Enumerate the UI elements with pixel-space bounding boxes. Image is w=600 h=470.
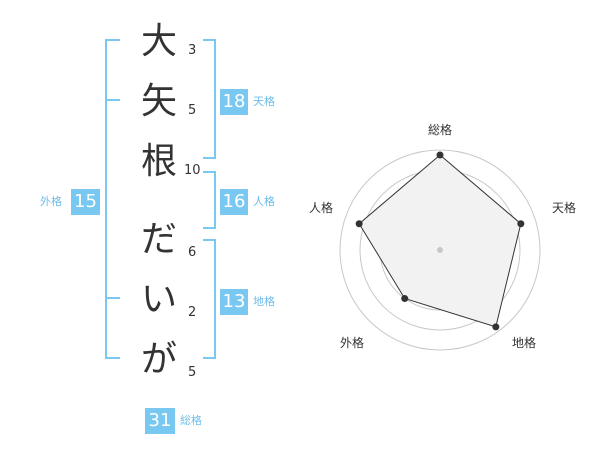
radar-point-5 [355, 220, 363, 228]
soukaku-label: 総格 [180, 414, 202, 427]
gaikaku-score: 15 [71, 189, 100, 215]
stroke-count-3: 10 [184, 163, 201, 178]
radar-point-1 [436, 151, 444, 159]
name-char-1: 大 [141, 21, 178, 62]
stroke-count-4: 6 [188, 245, 197, 260]
jinkaku-score: 16 [220, 189, 248, 215]
gaikaku-label: 外格 [40, 195, 62, 208]
radar-center-dot [437, 247, 443, 253]
radar-polygon [358, 154, 522, 328]
jinkaku-label: 人格 [253, 195, 275, 208]
radar-point-4 [401, 295, 409, 303]
name-char-5: い [141, 279, 178, 320]
jinkaku-bracket [203, 171, 216, 229]
chikaku-bracket [203, 239, 216, 359]
radar-label-tenkaku: 天格 [552, 201, 577, 215]
chikaku-label: 地格 [253, 295, 275, 308]
radar-point-3 [492, 323, 500, 331]
soukaku-score: 31 [145, 408, 175, 434]
radar-points [355, 151, 525, 331]
stroke-count-5: 2 [188, 305, 197, 320]
radar-label-soukaku: 総格 [428, 123, 453, 137]
chikaku-score: 13 [220, 289, 248, 315]
radar-label-jinkaku: 人格 [309, 201, 334, 215]
stroke-count-1: 3 [188, 43, 197, 58]
name-char-3: 根 [141, 141, 178, 182]
gaikaku-bracket [105, 39, 120, 359]
tenkaku-label: 天格 [253, 95, 275, 108]
radar-label-gaikaku: 外格 [340, 336, 365, 350]
radar-point-2 [517, 220, 525, 228]
stroke-count-6: 5 [188, 365, 197, 380]
tenkaku-bracket [203, 39, 216, 159]
name-char-6: が [141, 339, 178, 380]
tenkaku-score: 18 [220, 89, 248, 115]
stroke-count-2: 5 [188, 103, 197, 118]
name-char-2: 矢 [141, 81, 178, 122]
name-char-4: だ [141, 219, 178, 260]
radar-label-chikaku: 地格 [512, 336, 537, 350]
